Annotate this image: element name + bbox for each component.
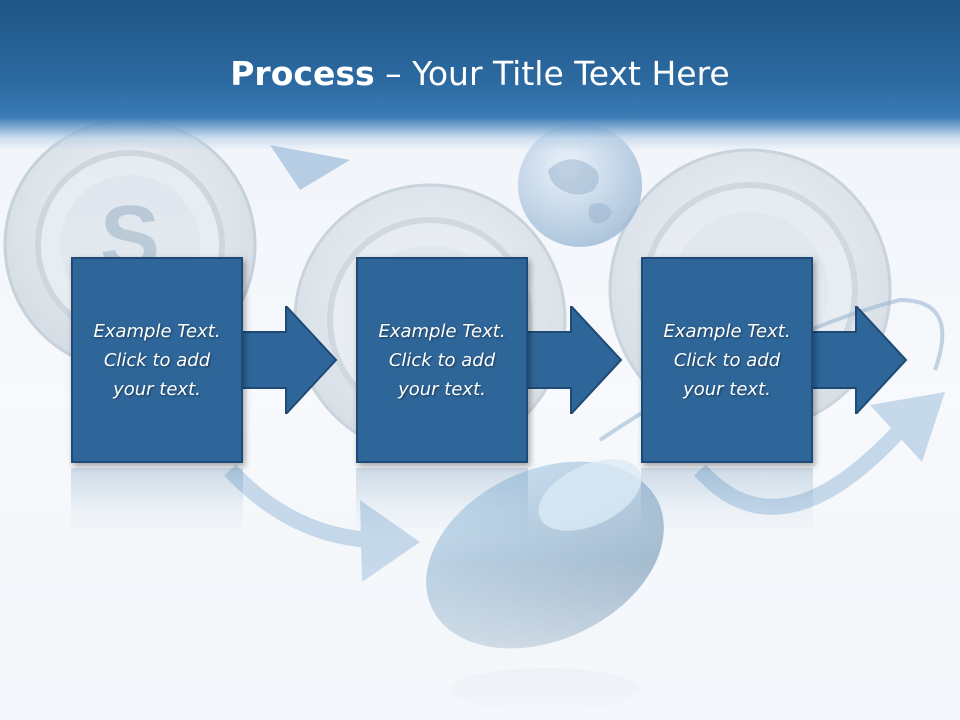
step-arrow-1 [240, 306, 338, 414]
step-arrow-3 [810, 306, 908, 414]
step-box-3[interactable]: Example Text. Click to add your text. [641, 257, 813, 463]
step-reflection-3 [641, 468, 813, 538]
step-box-1[interactable]: Example Text. Click to add your text. [71, 257, 243, 463]
step-line: Click to add [673, 349, 781, 371]
step-line: Example Text. [93, 320, 221, 342]
title-rest: – Your Title Text Here [374, 54, 730, 93]
step-line: Click to add [103, 349, 211, 371]
step-reflection-1 [71, 468, 243, 538]
step-line: Example Text. [663, 320, 791, 342]
step-text-2: Example Text. Click to add your text. [358, 259, 526, 461]
step-line: Example Text. [378, 320, 506, 342]
step-line: your text. [113, 378, 201, 400]
curved-arrow-icon [694, 392, 945, 515]
step-text-3: Example Text. Click to add your text. [643, 259, 811, 461]
step-line: your text. [683, 378, 771, 400]
step-box-2[interactable]: Example Text. Click to add your text. [356, 257, 528, 463]
step-text-1: Example Text. Click to add your text. [73, 259, 241, 461]
curved-arrow-icon [270, 145, 350, 190]
step-line: Click to add [388, 349, 496, 371]
globe-icon [518, 123, 642, 247]
step-reflection-2 [356, 468, 528, 538]
step-line: your text. [398, 378, 486, 400]
title-strong: Process [230, 54, 375, 93]
slide-title[interactable]: Process – Your Title Text Here [0, 52, 960, 96]
title-bar [0, 0, 960, 150]
step-arrow-2 [525, 306, 623, 414]
